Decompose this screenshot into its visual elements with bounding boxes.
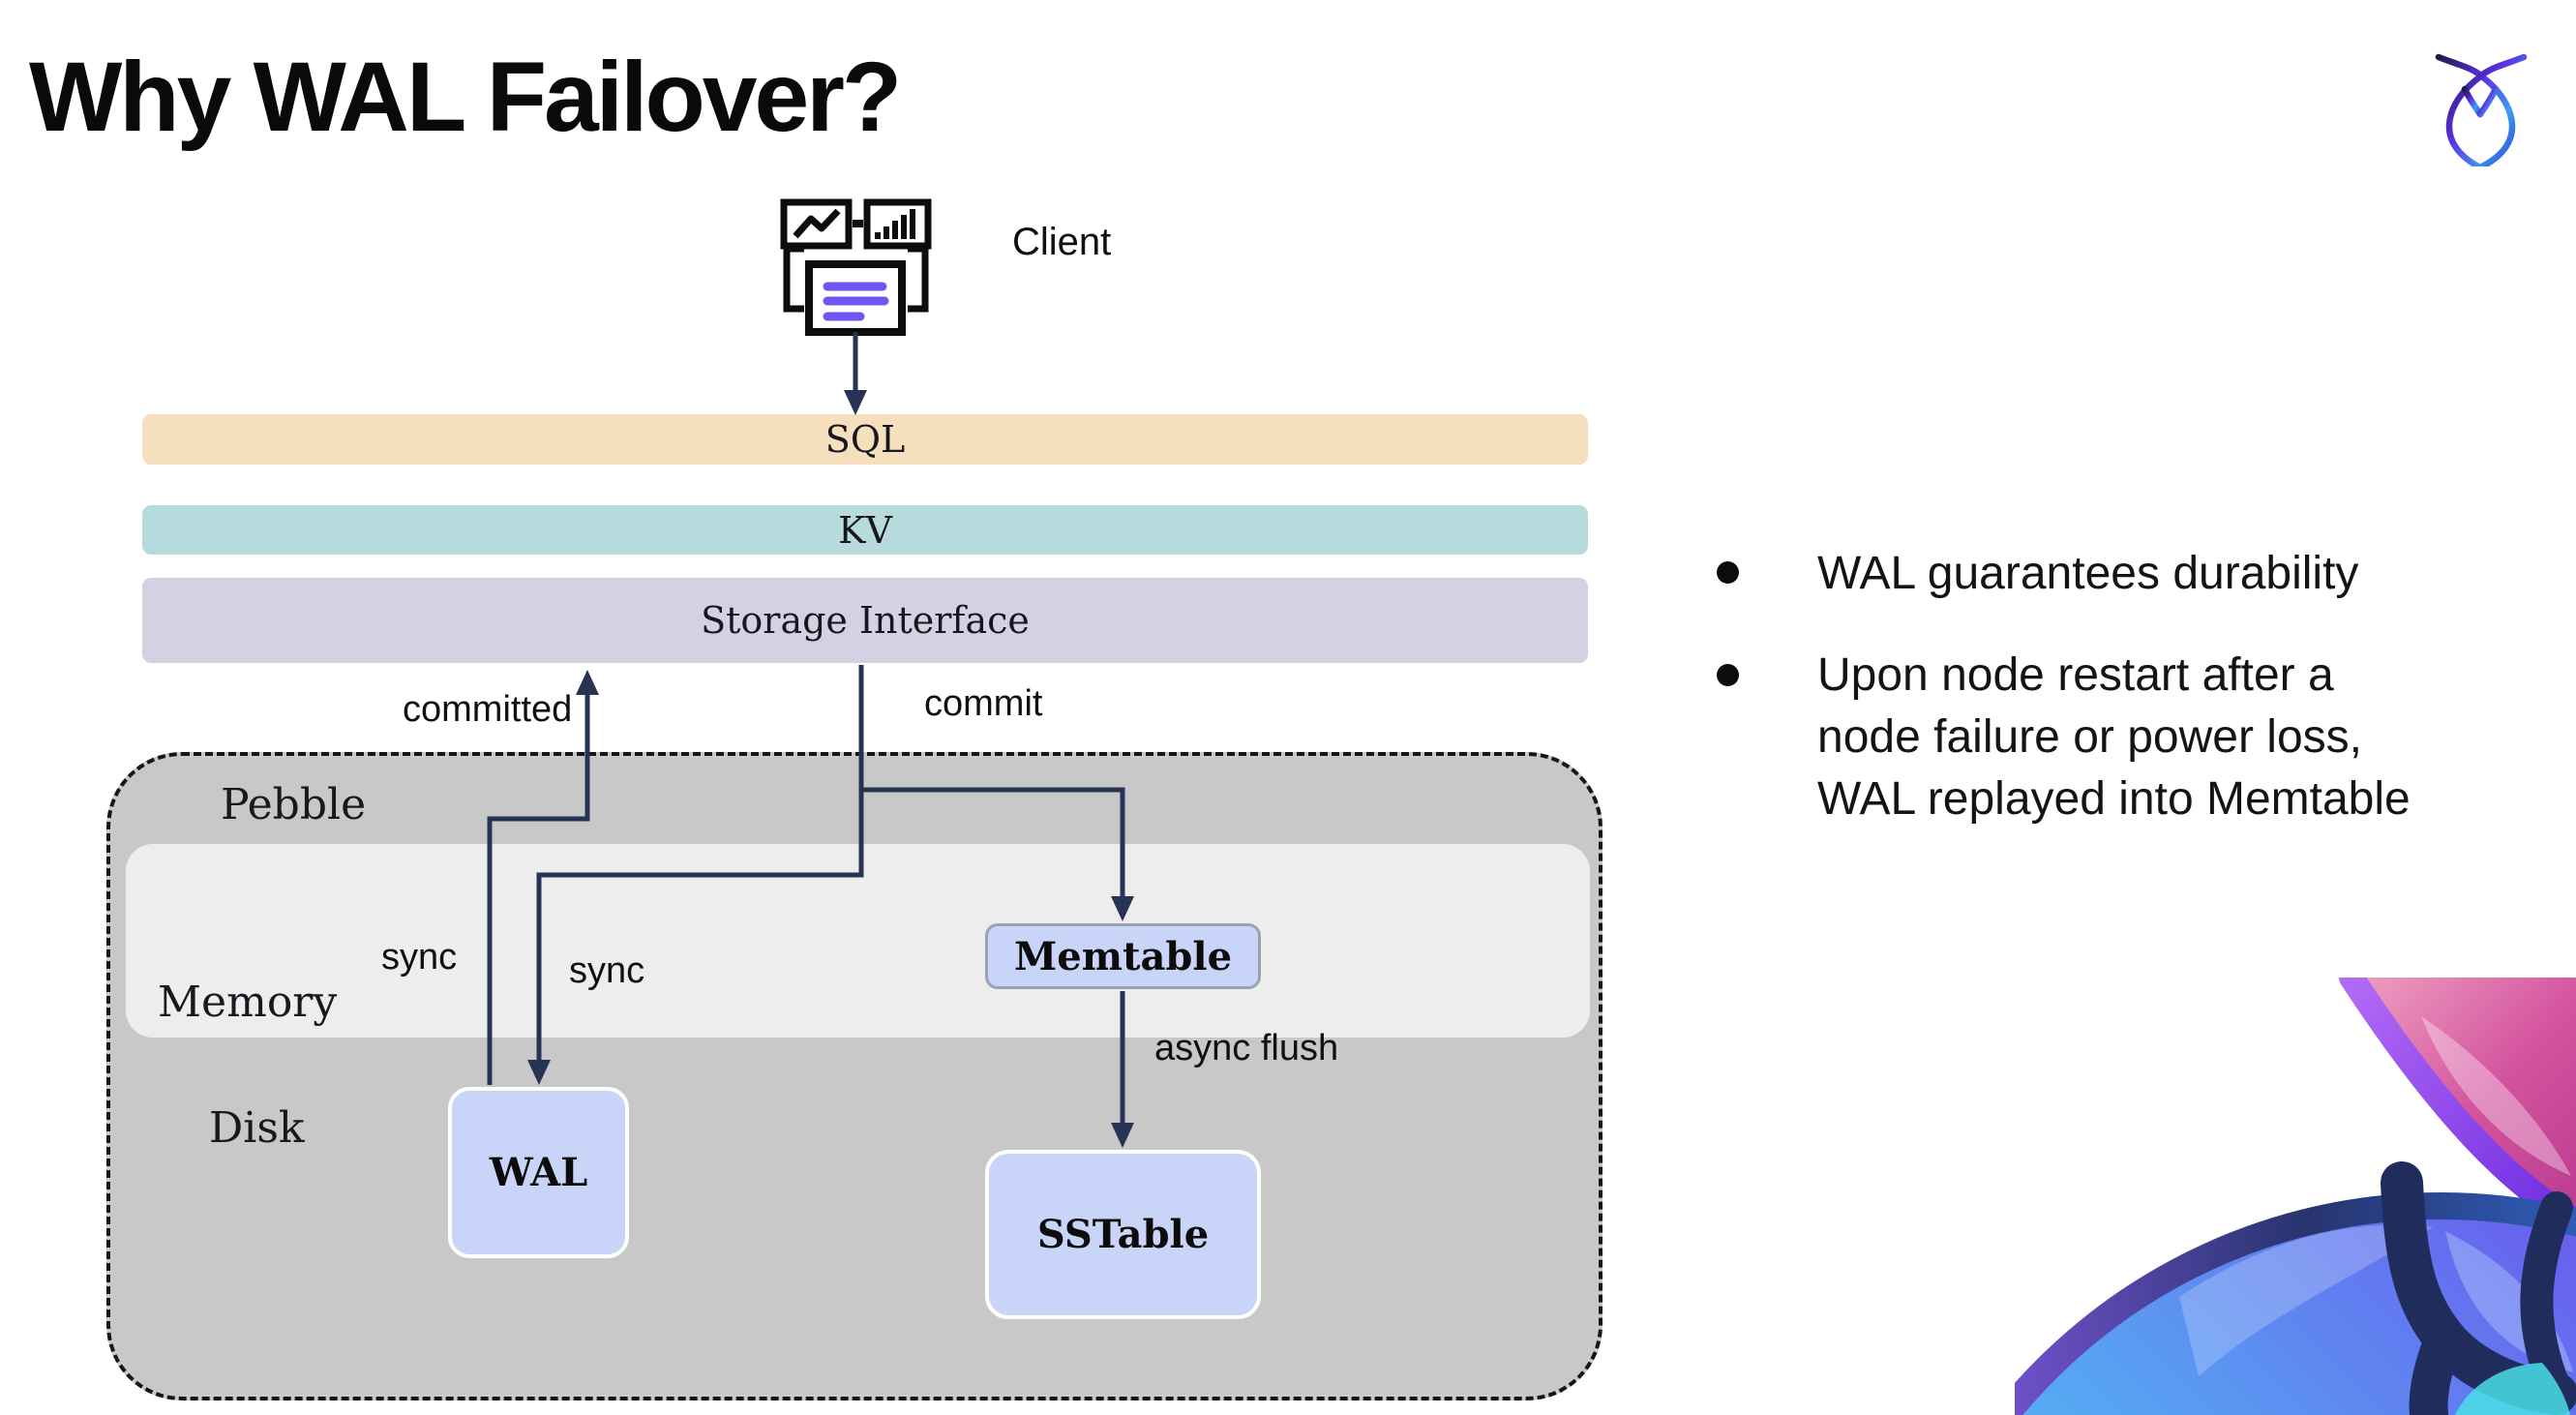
memory-region — [126, 844, 1590, 1038]
sync-memtable-edge-label: sync — [569, 950, 645, 991]
pebble-label: Pebble — [221, 780, 367, 829]
bullet-line: Upon node restart after a — [1817, 649, 2334, 701]
wal-node: WAL — [448, 1087, 629, 1258]
memory-label: Memory — [158, 978, 338, 1027]
bullet-item-durability: WAL guarantees durability — [1817, 548, 2359, 599]
client-label: Client — [1012, 221, 1112, 263]
commit-edge-label: commit — [924, 683, 1043, 724]
memtable-node-label: Memtable — [1013, 933, 1233, 979]
document-icon — [783, 245, 929, 336]
page-title: Why WAL Failover? — [29, 42, 902, 152]
committed-edge-label: committed — [403, 689, 573, 730]
bullet-dot — [1717, 561, 1739, 584]
cockroachdb-logo-icon — [2435, 53, 2528, 166]
layer-bar-kv-label: KV — [838, 508, 892, 552]
layer-bar-sql: SQL — [142, 414, 1588, 465]
sstable-node-label: SSTable — [1036, 1212, 1210, 1257]
sstable-node: SSTable — [985, 1150, 1261, 1319]
line-chart-icon — [780, 198, 853, 250]
bar-chart-icon — [863, 198, 932, 250]
bullet-line: node failure or power loss, — [1817, 711, 2362, 763]
memtable-node: Memtable — [985, 923, 1261, 989]
brand-art-graphic — [2015, 978, 2576, 1415]
async-flush-edge-label: async flush — [1154, 1028, 1339, 1069]
layer-bar-storage-interface: Storage Interface — [142, 578, 1588, 663]
bullet-line: WAL replayed into Memtable — [1817, 773, 2411, 825]
bullet-dot — [1717, 664, 1739, 686]
client-workload-icon — [780, 198, 932, 336]
wal-node-label: WAL — [489, 1150, 588, 1195]
layer-bar-storage-label: Storage Interface — [701, 599, 1030, 642]
disk-label: Disk — [209, 1103, 305, 1153]
bullet-item-replay: Upon node restart after a node failure o… — [1817, 645, 2411, 830]
sync-wal-edge-label: sync — [381, 937, 458, 978]
layer-bar-kv: KV — [142, 505, 1588, 555]
layer-bar-sql-label: SQL — [824, 418, 906, 461]
